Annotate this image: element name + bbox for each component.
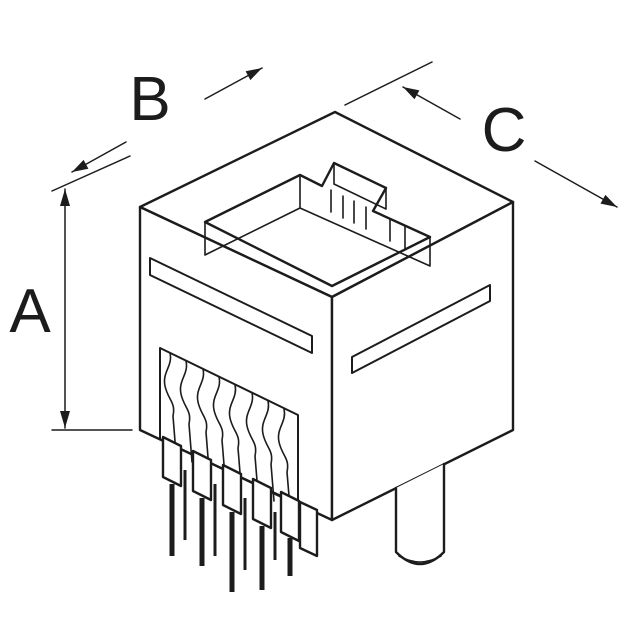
contact-comb-teeth [330, 189, 406, 249]
cavity-wall-edges [204, 174, 431, 267]
contact-wire [261, 400, 275, 502]
contact-wire [277, 408, 291, 509]
jack-opening [203, 161, 432, 288]
pin-standoff [191, 449, 213, 502]
contact-wire [163, 352, 177, 455]
right-face [330, 200, 515, 522]
arrowhead-up-right-icon [245, 68, 262, 81]
arrowhead-up-left-icon [403, 87, 420, 100]
dimension-label-a: A [9, 277, 51, 346]
contact-wires [163, 352, 291, 509]
dimension-b-annotation: B [71, 65, 263, 173]
arrowhead-down-right-icon [600, 194, 617, 207]
connector-body [138, 110, 515, 522]
pin-standoff [251, 477, 273, 530]
dimension-label-b: B [129, 65, 170, 134]
latch-notch-walls [333, 162, 387, 210]
mounting-post-bottom-rim [398, 555, 442, 563]
pin-standoff [279, 490, 301, 543]
side-vent-slot [351, 284, 491, 374]
contact-wire [245, 392, 259, 494]
dimension-c-annotation: C [344, 61, 618, 208]
pin-standoff [161, 435, 183, 488]
mounting-post-cylinder [394, 462, 446, 566]
dimension-label-c: C [482, 96, 527, 165]
contact-wire [179, 360, 193, 463]
extension-line [51, 155, 131, 192]
front-vent-slot [149, 257, 313, 354]
contact-wire [196, 368, 210, 471]
contact-wire [228, 384, 242, 486]
arrowhead-down-left-icon [72, 159, 89, 172]
extension-line [344, 61, 433, 106]
contact-wire [212, 376, 226, 478]
arrowhead-down-icon [60, 411, 70, 428]
mounting-post [394, 462, 446, 566]
shield-tab [298, 500, 319, 558]
arrowhead-up-icon [60, 189, 70, 206]
dimension-a-annotation: A [9, 155, 133, 431]
through-hole-pins [161, 435, 319, 592]
pin-standoff [221, 463, 243, 516]
